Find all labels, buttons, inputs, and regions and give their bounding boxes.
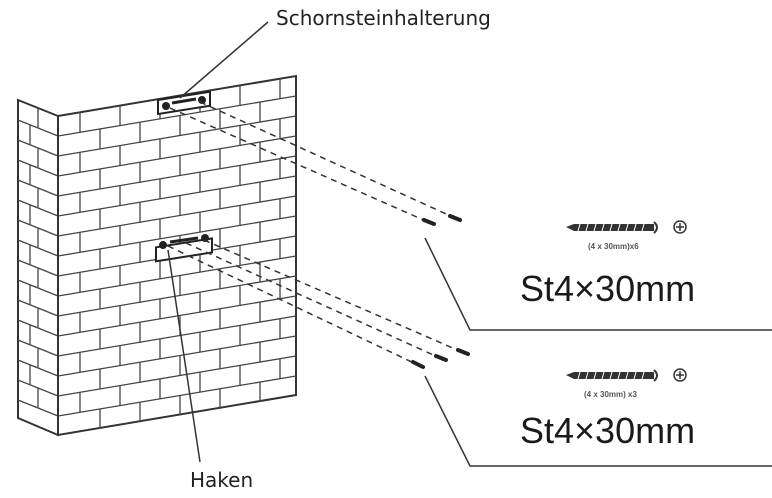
screw-qty-label: (4 x 30mm) x3 <box>584 390 637 399</box>
leader-lines <box>167 21 772 467</box>
screw-guide-lines <box>167 101 463 366</box>
phillips-head-icon <box>673 368 687 382</box>
screw-icon <box>566 369 658 382</box>
screw-size-label: St4×30mm <box>520 410 696 451</box>
screw-size-label: St4×30mm <box>520 268 696 309</box>
screw-tips <box>411 214 470 369</box>
hook-label: Haken <box>190 468 254 492</box>
chimney-bracket-label: Schornsteinhalterung <box>276 6 491 30</box>
wall-side-face <box>17 98 59 437</box>
screw-icon <box>566 221 658 234</box>
phillips-head-icon <box>673 220 687 234</box>
hook-mount <box>155 234 213 263</box>
screw-qty-label: (4 x 30mm)x6 <box>588 242 639 251</box>
